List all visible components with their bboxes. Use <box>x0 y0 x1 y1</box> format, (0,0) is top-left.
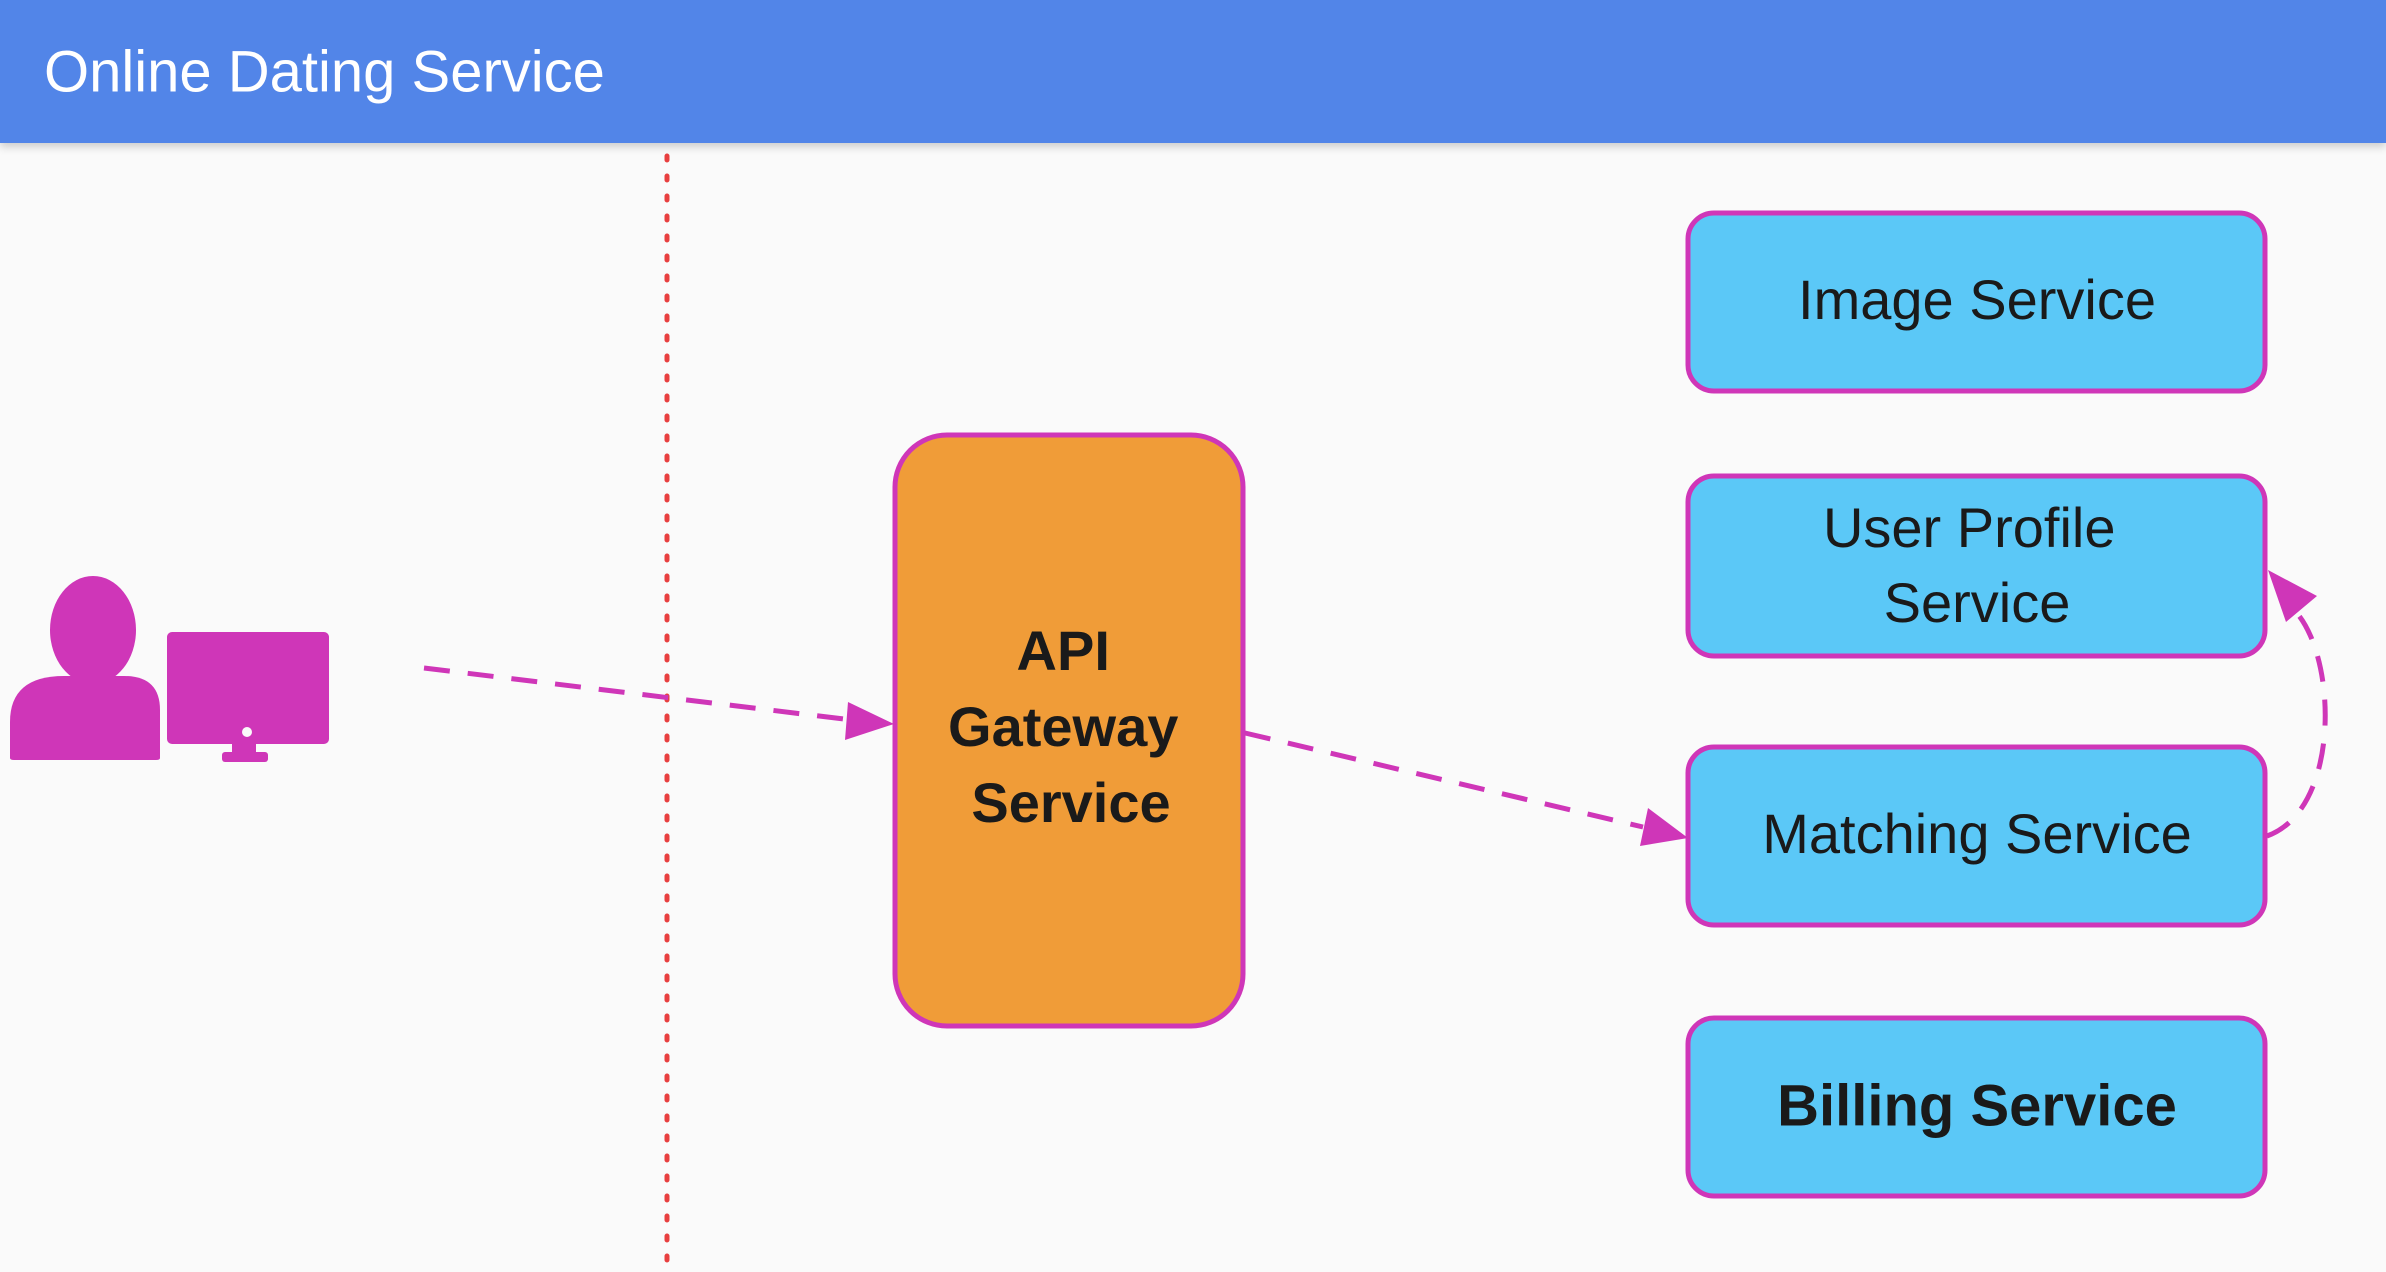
user-profile-label-line-1: User Profile <box>1823 496 2116 559</box>
matching-to-user-profile-arrow <box>2266 610 2328 839</box>
billing-service-node: Billing Service <box>1685 1015 2268 1199</box>
gateway-label-line-2: Gateway <box>948 695 1178 758</box>
person-icon <box>10 576 160 760</box>
matching-service-label: Matching Service <box>1762 802 2192 865</box>
gateway-to-matching-arrow <box>1244 730 1644 830</box>
user-profile-label-line-2: Service <box>1884 571 2071 634</box>
user-with-monitor-icon <box>10 576 329 762</box>
image-service-label: Image Service <box>1798 268 2156 331</box>
monitor-icon <box>167 632 329 762</box>
image-service-node: Image Service <box>1685 210 2268 394</box>
matching-service-node: Matching Service <box>1685 744 2268 928</box>
title-bar: Online Dating Service <box>0 0 2386 143</box>
api-gateway-node: API Gateway Service <box>892 432 1246 1029</box>
gateway-to-matching-arrowhead <box>1640 808 1688 846</box>
client-to-gateway-arrowhead <box>845 702 894 740</box>
gateway-label-line-1: API <box>1017 619 1110 682</box>
client-to-gateway-arrow <box>423 665 853 723</box>
page-title: Online Dating Service <box>44 39 605 104</box>
gateway-label-line-3: Service <box>971 771 1170 834</box>
svg-text:API Gateway Se: API Gateway Service <box>948 619 1194 834</box>
matching-to-user-profile-arrowhead <box>2268 570 2317 622</box>
billing-service-label: Billing Service <box>1777 1073 2177 1138</box>
svg-text:User Profile Service: User Profile Service <box>1823 496 2131 634</box>
user-profile-service-node: User Profile Service <box>1685 473 2268 659</box>
